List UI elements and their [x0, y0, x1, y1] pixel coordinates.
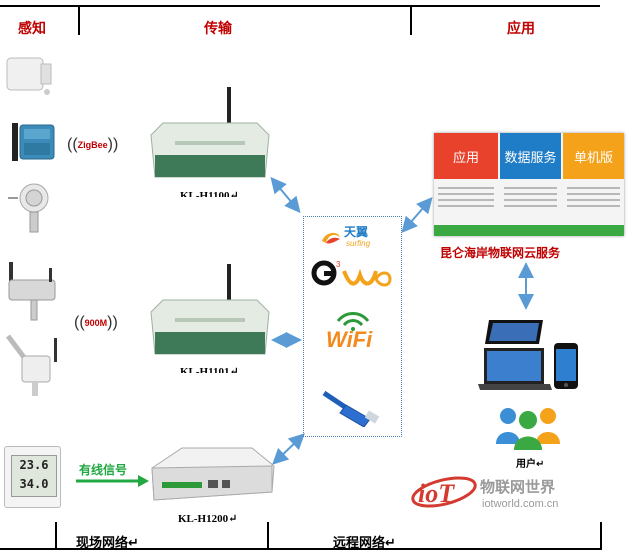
footer-field-network: 现场网络↵	[76, 535, 139, 550]
footer-divider-2	[267, 522, 269, 550]
iotworld-watermark: ioT 物联网世界 iotworld.com.cn	[408, 470, 578, 516]
user-label: 用户↵	[516, 459, 545, 470]
m900-radio-tag: (( 900M ))	[74, 314, 118, 331]
gateway-label-2: KL-H1101↵	[180, 366, 239, 373]
tianyi-logo: 天翼 surfing	[320, 223, 390, 253]
iotworld-logo: ioT	[411, 476, 477, 508]
remote-network-box: 天翼 surfing 3 WiFi	[303, 216, 402, 437]
header-divider-2	[410, 5, 412, 35]
wifi-text: WiFi	[326, 327, 373, 352]
zigbee-radio-tag: (( ZigBee ))	[67, 136, 119, 153]
cloud-app-panel: 应用 数据服务 单机版	[434, 133, 624, 236]
footer-bottom-rule	[0, 548, 600, 550]
wired-signal-label: 有线信号	[79, 463, 128, 477]
lcd-line-1: 23.6	[19, 458, 49, 472]
carrier-logos: 3	[310, 257, 396, 293]
users-icon	[494, 402, 562, 452]
zigbee-label: ZigBee	[77, 140, 108, 150]
cloud-service-title: 昆仑海岸物联网云服务	[440, 246, 561, 260]
header-top-rule	[0, 5, 600, 7]
tablet-icon	[483, 318, 547, 346]
gateway-label-3: KL-H1200↵	[178, 513, 238, 525]
tianyi-en: surfing	[346, 239, 371, 248]
sensor-antenna-box	[5, 258, 65, 323]
lcd-line-2: 34.0	[19, 477, 49, 491]
cloud-tab-app: 应用	[434, 133, 498, 179]
footer-divider-3	[600, 522, 602, 550]
gateway-router-2	[145, 262, 275, 362]
laptop-icon	[478, 346, 552, 392]
footer-remote-network: 远程网络↵	[333, 535, 396, 550]
gateway-router-3	[148, 440, 278, 510]
sensor-lcd-display: 23.6 34.0	[4, 446, 61, 508]
iotworld-logo-text: ioT	[418, 479, 455, 508]
iotworld-url: iotworld.com.cn	[482, 498, 559, 510]
header-perception: 感知	[18, 20, 46, 36]
cloud-tab-data: 数据服务	[500, 133, 561, 179]
footer-divider-1	[55, 522, 57, 550]
wired-signal-arrow	[76, 475, 149, 487]
cloud-desc-2	[500, 183, 561, 223]
svg-text:3: 3	[336, 260, 341, 269]
gateway-label-1: KL-H1100↵	[180, 190, 239, 197]
phone-icon	[553, 342, 579, 390]
ethernet-cable-icon	[322, 387, 382, 428]
m900-label: 900M	[84, 318, 108, 328]
cloud-green-bar	[434, 225, 624, 236]
iotworld-cn: 物联网世界	[480, 479, 556, 496]
tianyi-cn: 天翼	[344, 225, 369, 239]
wifi-logo: WiFi	[322, 311, 392, 361]
wifi-icon	[336, 312, 370, 331]
sensor-angled-probe	[4, 330, 69, 400]
sensor-round-probe	[8, 180, 58, 235]
header-transmission: 传输	[204, 20, 232, 36]
header-application: 应用	[507, 20, 535, 36]
gateway-router-1	[145, 85, 275, 185]
sensor-blue-transmitter	[6, 115, 56, 170]
cloud-tab-standalone: 单机版	[563, 133, 624, 179]
header-divider-1	[78, 5, 80, 35]
cloud-desc-1	[434, 183, 498, 223]
cloud-desc-3	[563, 183, 624, 223]
sensor-box-device	[5, 52, 52, 95]
